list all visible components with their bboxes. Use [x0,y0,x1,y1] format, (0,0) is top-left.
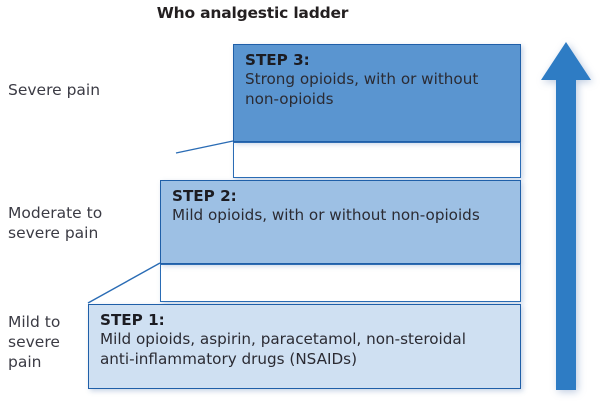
pain-level-label-severe: Severe pain [8,81,101,99]
step-box-3[interactable]: STEP 3: Strong opioids, with or without … [233,44,521,142]
pain-level-label-mild: Mild to severe pain [8,313,61,372]
stair-riser-step2 [160,264,521,302]
page-title: Who analgestic ladder [156,4,349,22]
step-box-2[interactable]: STEP 2: Mild opioids, with or without no… [160,180,521,264]
connector-step2-to-step1 [87,262,161,304]
connector-step3-to-step2 [175,140,234,154]
stair-riser-step3 [233,142,521,178]
step-box-1[interactable]: STEP 1: Mild opioids, aspirin, paracetam… [88,304,521,389]
step-3-heading: STEP 3: [245,51,310,69]
step-1-body: Mild opioids, aspirin, paracetamol, non-… [100,330,466,368]
step-1-heading: STEP 1: [100,311,165,329]
up-arrow-icon [541,42,591,390]
step-2-body: Mild opioids, with or without non-opioid… [172,206,480,225]
step-3-body: Strong opioids, with or without non-opio… [245,70,479,108]
pain-level-label-moderate: Moderate to severe pain [8,204,103,243]
step-2-heading: STEP 2: [172,187,237,205]
